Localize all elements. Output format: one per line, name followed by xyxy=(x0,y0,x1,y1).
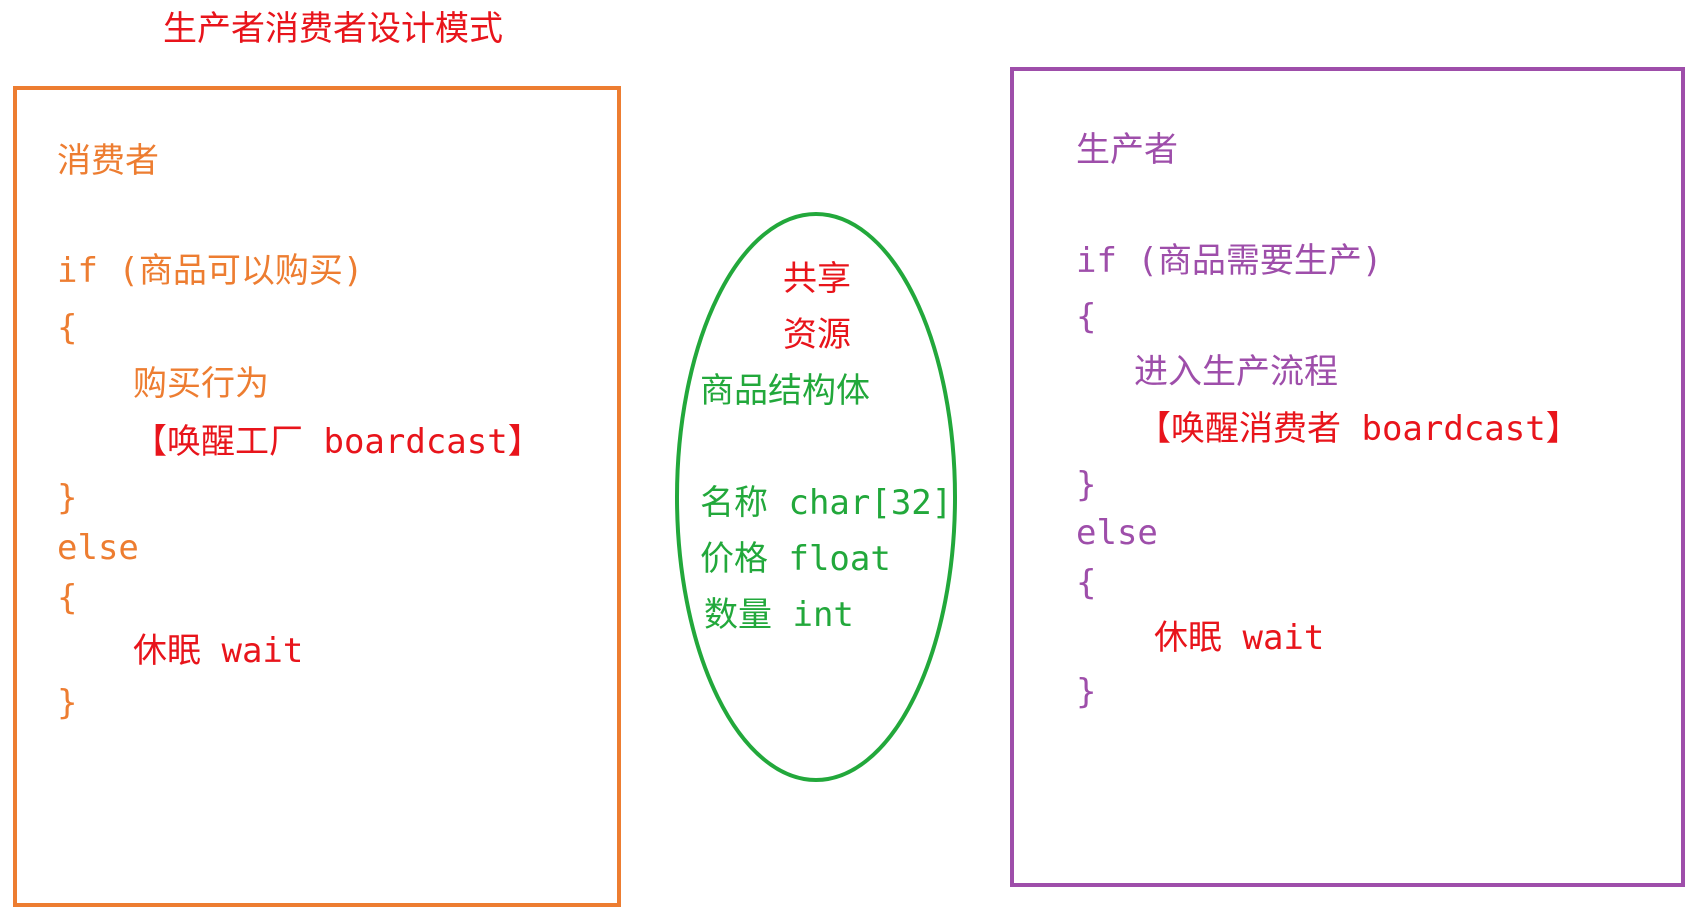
consumer-action: 购买行为 xyxy=(133,364,269,404)
consumer-close-brace: } xyxy=(57,478,78,518)
producer-open-brace: { xyxy=(1076,297,1097,337)
producer-else: else xyxy=(1076,513,1158,553)
consumer-open-brace-2: { xyxy=(57,578,78,618)
producer-wake: 【唤醒消费者 boardcast】 xyxy=(1137,409,1580,449)
producer-close-brace-2: } xyxy=(1076,672,1097,712)
consumer-condition: if (商品可以购买) xyxy=(57,251,364,291)
struct-field: 价格 float xyxy=(700,539,891,579)
producer-box xyxy=(1010,67,1685,887)
consumer-close-brace-2: } xyxy=(57,683,78,723)
shared-resource-ellipse xyxy=(675,212,957,782)
consumer-box xyxy=(13,86,621,907)
consumer-heading: 消费者 xyxy=(57,141,159,181)
struct-field: 数量 int xyxy=(704,595,854,635)
diagram-title: 生产者消费者设计模式 xyxy=(163,9,503,49)
consumer-wake: 【唤醒工厂 boardcast】 xyxy=(133,422,542,462)
producer-condition: if (商品需要生产) xyxy=(1076,241,1383,281)
consumer-sleep: 休眠 wait xyxy=(133,631,304,671)
producer-close-brace: } xyxy=(1076,465,1097,505)
consumer-open-brace: { xyxy=(57,308,78,348)
consumer-else: else xyxy=(57,528,139,568)
shared-label-line2: 资源 xyxy=(783,315,851,355)
producer-open-brace-2: { xyxy=(1076,563,1097,603)
shared-label-line1: 共享 xyxy=(783,259,851,299)
struct-name: 商品结构体 xyxy=(700,371,870,411)
producer-action: 进入生产流程 xyxy=(1134,352,1338,392)
producer-heading: 生产者 xyxy=(1076,130,1178,170)
ellipse-outline xyxy=(675,212,957,782)
struct-field: 名称 char[32] xyxy=(700,483,953,523)
producer-sleep: 休眠 wait xyxy=(1154,618,1325,658)
